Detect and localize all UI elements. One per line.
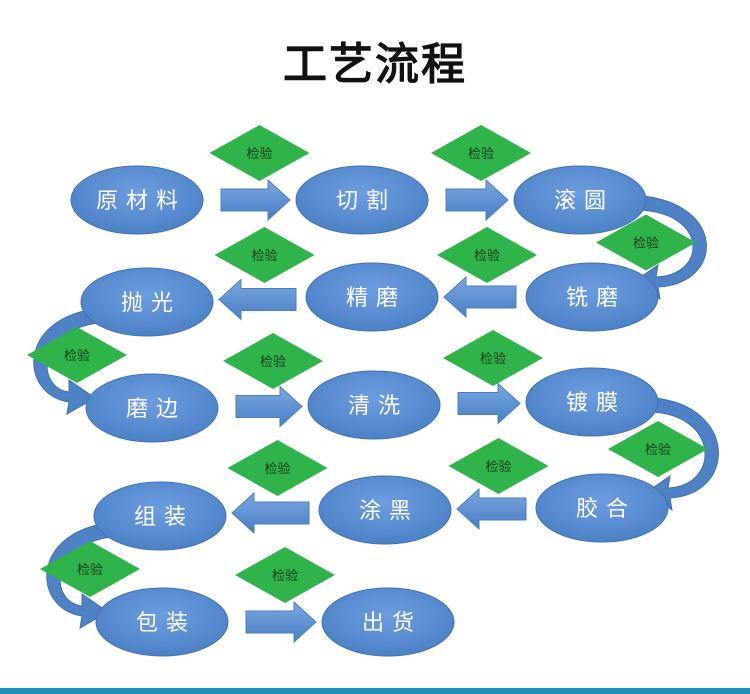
- inspection-diamond: [443, 330, 543, 386]
- inspection-label: 检验: [633, 236, 659, 252]
- process-step-label: 铣磨: [566, 286, 626, 311]
- inspection-label: 检验: [485, 459, 511, 475]
- bottom-accent-bar: [0, 688, 750, 694]
- flow-arrow: [231, 491, 310, 535]
- inspection-label: 检验: [77, 562, 103, 578]
- process-step-s3: [513, 165, 647, 235]
- inspection-diamond: [596, 214, 696, 271]
- flow-arrow: [443, 275, 517, 319]
- inspection-diamond: [227, 440, 328, 496]
- process-step-s10: [535, 473, 669, 543]
- process-step-label: 组装: [134, 505, 194, 530]
- process-step-label: 镀膜: [566, 391, 626, 416]
- process-step-s1: [70, 165, 204, 235]
- flow-arrow: [235, 385, 303, 428]
- process-step-label: 出货: [362, 611, 422, 636]
- process-step-s5: [305, 262, 439, 332]
- flow-arrow: [456, 487, 527, 531]
- process-step-label: 清洗: [348, 394, 408, 419]
- process-step-label: 切割: [336, 189, 396, 214]
- process-step-s11: [318, 475, 452, 545]
- process-step-s6: [80, 267, 214, 337]
- flow-arrow: [445, 178, 509, 222]
- process-step-s9: [525, 367, 659, 437]
- flow-arrow: [220, 178, 291, 222]
- inspection-diamond: [448, 438, 549, 494]
- inspection-label: 检验: [645, 442, 671, 458]
- inspection-label: 检验: [474, 248, 500, 264]
- inspection-diamond: [209, 125, 310, 181]
- process-step-s8: [307, 370, 441, 440]
- flow-arrow: [457, 382, 521, 425]
- process-step-label: 原材料: [96, 189, 186, 214]
- process-step-s2: [295, 165, 429, 235]
- process-step-s13: [95, 587, 229, 657]
- inspection-diamond: [608, 421, 708, 477]
- inspection-label: 检验: [272, 568, 298, 584]
- flow-arrow: [218, 278, 297, 321]
- inspection-diamond: [431, 125, 531, 181]
- inspection-label: 检验: [260, 354, 286, 370]
- process-step-s4: [525, 262, 659, 332]
- inspection-diamond: [223, 333, 323, 389]
- inspection-diamond: [235, 547, 335, 603]
- process-step-s7: [85, 373, 219, 443]
- page-title: 工艺流程: [283, 39, 467, 90]
- process-step-s14: [321, 587, 455, 657]
- process-step-label: 涂黑: [359, 499, 419, 524]
- process-step-s12: [93, 481, 227, 551]
- process-step-label: 抛光: [121, 291, 181, 316]
- process-step-label: 滚圆: [554, 189, 614, 214]
- inspection-label: 检验: [480, 351, 506, 367]
- process-step-label: 包装: [136, 611, 196, 636]
- inspection-diamond: [27, 327, 127, 383]
- inspection-label: 检验: [264, 461, 290, 477]
- inspection-diamond: [437, 227, 537, 283]
- inspection-label: 检验: [468, 146, 494, 162]
- inspection-diamond: [214, 227, 315, 283]
- process-step-label: 精磨: [346, 286, 406, 311]
- process-step-label: 磨边: [126, 397, 186, 422]
- flow-arrow: [245, 600, 317, 644]
- inspection-label: 检验: [64, 348, 90, 364]
- inspection-label: 检验: [246, 146, 272, 162]
- inspection-label: 检验: [251, 248, 277, 264]
- inspection-diamond: [40, 541, 140, 597]
- process-step-label: 胶合: [576, 497, 636, 522]
